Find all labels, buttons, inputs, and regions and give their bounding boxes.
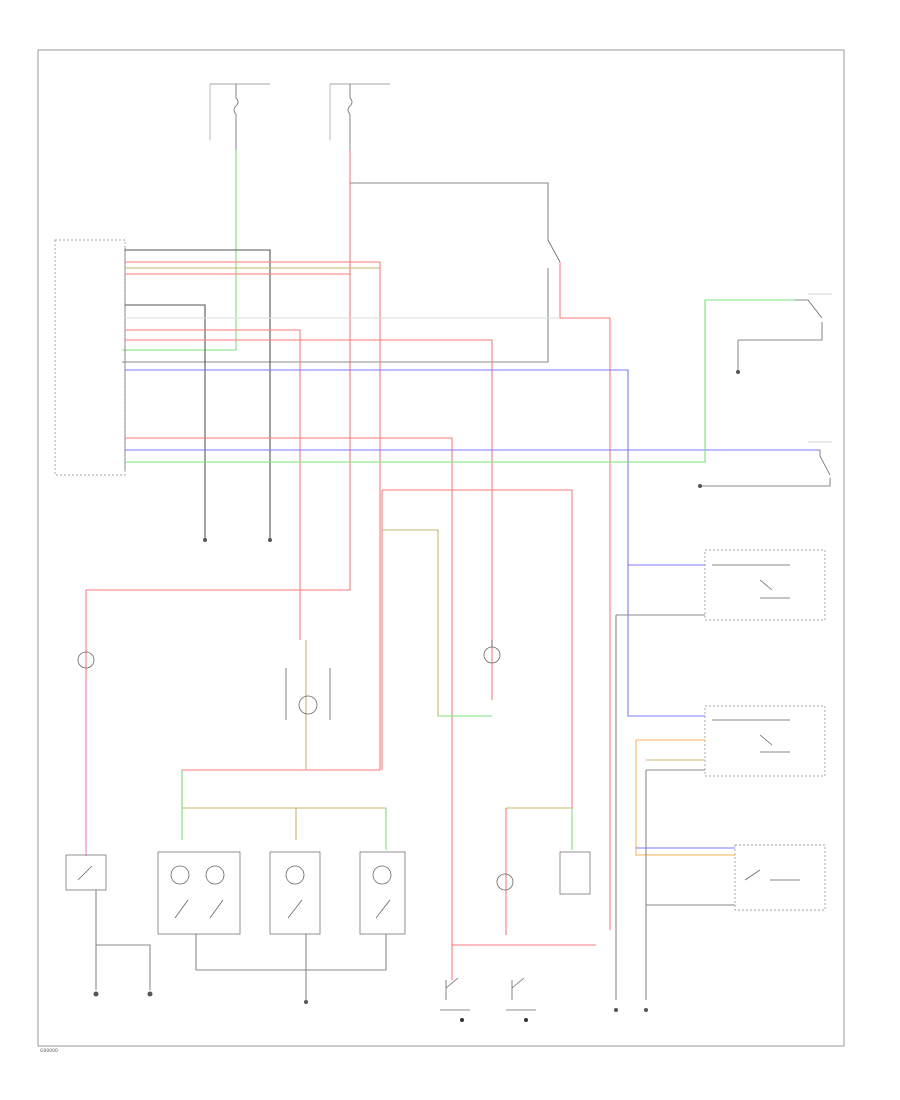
- wire-green-hot-fuse: [122, 150, 237, 351]
- figure-id: G00000: [40, 1048, 58, 1054]
- wire-red-2: [125, 261, 381, 808]
- control-module-box: [54, 239, 126, 476]
- ground-left-1: [93, 991, 99, 997]
- ground-left-2: [147, 991, 153, 997]
- wire-red-run-fuse: [85, 150, 351, 845]
- left-rear-courtesy-light: [496, 873, 514, 891]
- trunk-light: [77, 651, 95, 669]
- left-courtesy-light: [269, 851, 321, 935]
- ground-module-1: [203, 538, 207, 542]
- ground-center: [304, 1000, 308, 1004]
- trunk-light-switch: [65, 854, 107, 891]
- hot-at-all-times-fuse: [209, 83, 270, 150]
- right-front-door-lock-switch-box: [704, 549, 826, 621]
- wire-gray-left-ground: [95, 890, 151, 990]
- wire-blue-1: [125, 369, 705, 717]
- key-switch: [122, 210, 611, 930]
- wire-red-4: [125, 329, 301, 640]
- diagram-frame: [37, 49, 845, 1047]
- right-front-door-switch: [698, 441, 832, 488]
- left-rear-door-switch-box: [734, 844, 826, 911]
- right-rear-courtesy-light: [559, 851, 591, 895]
- wire-orange-2: [635, 740, 735, 856]
- wire-green-1: [125, 299, 795, 463]
- front-map-lights: [157, 851, 241, 935]
- left-front-door-switch: [736, 293, 832, 374]
- right-courtesy-light: [359, 851, 406, 935]
- right-rear-door-lock-switch-box: [704, 705, 826, 777]
- left-rear-door-switch: [440, 977, 470, 1022]
- wire-red-6: [125, 437, 596, 946]
- ground-module-2: [268, 538, 272, 542]
- hot-in-run-fuse: [329, 83, 390, 150]
- wire-red-5: [125, 339, 493, 700]
- ground-right-2: [644, 1008, 648, 1012]
- ignition-key-light: [381, 489, 573, 808]
- wire-gray-switch-feed: [350, 182, 549, 210]
- dome-light-dimmer: [285, 640, 331, 770]
- wire-black-1: [125, 249, 271, 540]
- ground-right-1: [614, 1008, 618, 1012]
- right-rear-door-switch: [506, 977, 536, 1022]
